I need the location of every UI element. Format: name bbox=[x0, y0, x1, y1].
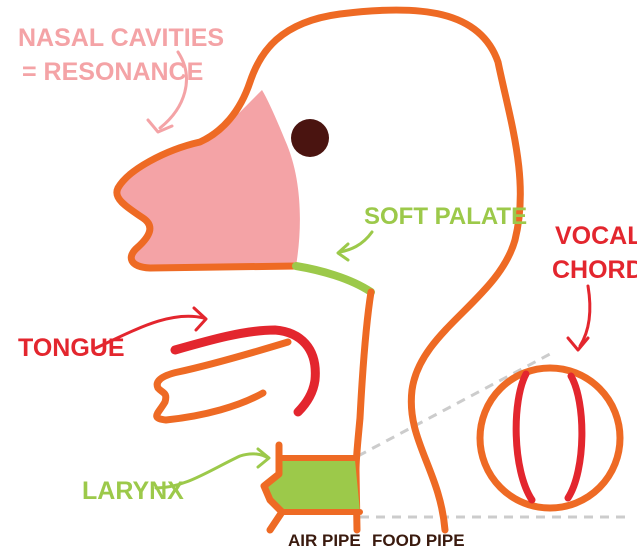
vocal-chord-right bbox=[564, 372, 586, 502]
air-pipe-label: AIR PIPE bbox=[288, 531, 361, 550]
larynx bbox=[264, 460, 360, 512]
tongue bbox=[170, 325, 320, 417]
vocal-chord-left bbox=[512, 370, 536, 504]
soft-palate-arrow bbox=[338, 230, 374, 254]
nasal-cavity-fill bbox=[116, 90, 300, 268]
vocal-chords-label-line1: VOCAL bbox=[555, 222, 637, 250]
food-pipe-label: FOOD PIPE bbox=[372, 531, 465, 550]
vocal-chords-circle bbox=[476, 364, 624, 512]
larynx-arrow bbox=[154, 452, 270, 490]
soft-palate-label: SOFT PALATE bbox=[364, 203, 527, 230]
nasal-cavities-label-line2: = RESONANCE bbox=[22, 58, 203, 86]
tongue-arrow-head bbox=[192, 306, 208, 332]
soft-palate-arrow-head bbox=[336, 242, 350, 262]
vocal-chords-arrow bbox=[578, 284, 592, 348]
vocal-chords-arrow-head bbox=[566, 336, 590, 352]
larynx-outline bbox=[260, 441, 286, 534]
tongue-arrow bbox=[94, 314, 206, 350]
vocal-chords-label-line2: CHORDS bbox=[552, 256, 637, 284]
lower-jaw bbox=[153, 338, 292, 424]
head-outline bbox=[113, 6, 524, 534]
soft-palate bbox=[292, 262, 375, 296]
larynx-arrow-head bbox=[256, 447, 271, 469]
dashed-guide-upper bbox=[357, 352, 551, 458]
nasal-arrow bbox=[158, 50, 188, 130]
nasal-cavities-label-line1: NASAL CAVITIES bbox=[18, 24, 224, 52]
eye bbox=[291, 119, 329, 157]
nasal-arrow-head bbox=[146, 118, 174, 134]
larynx-label: LARYNX bbox=[82, 477, 184, 505]
tongue-label: TONGUE bbox=[18, 334, 125, 362]
